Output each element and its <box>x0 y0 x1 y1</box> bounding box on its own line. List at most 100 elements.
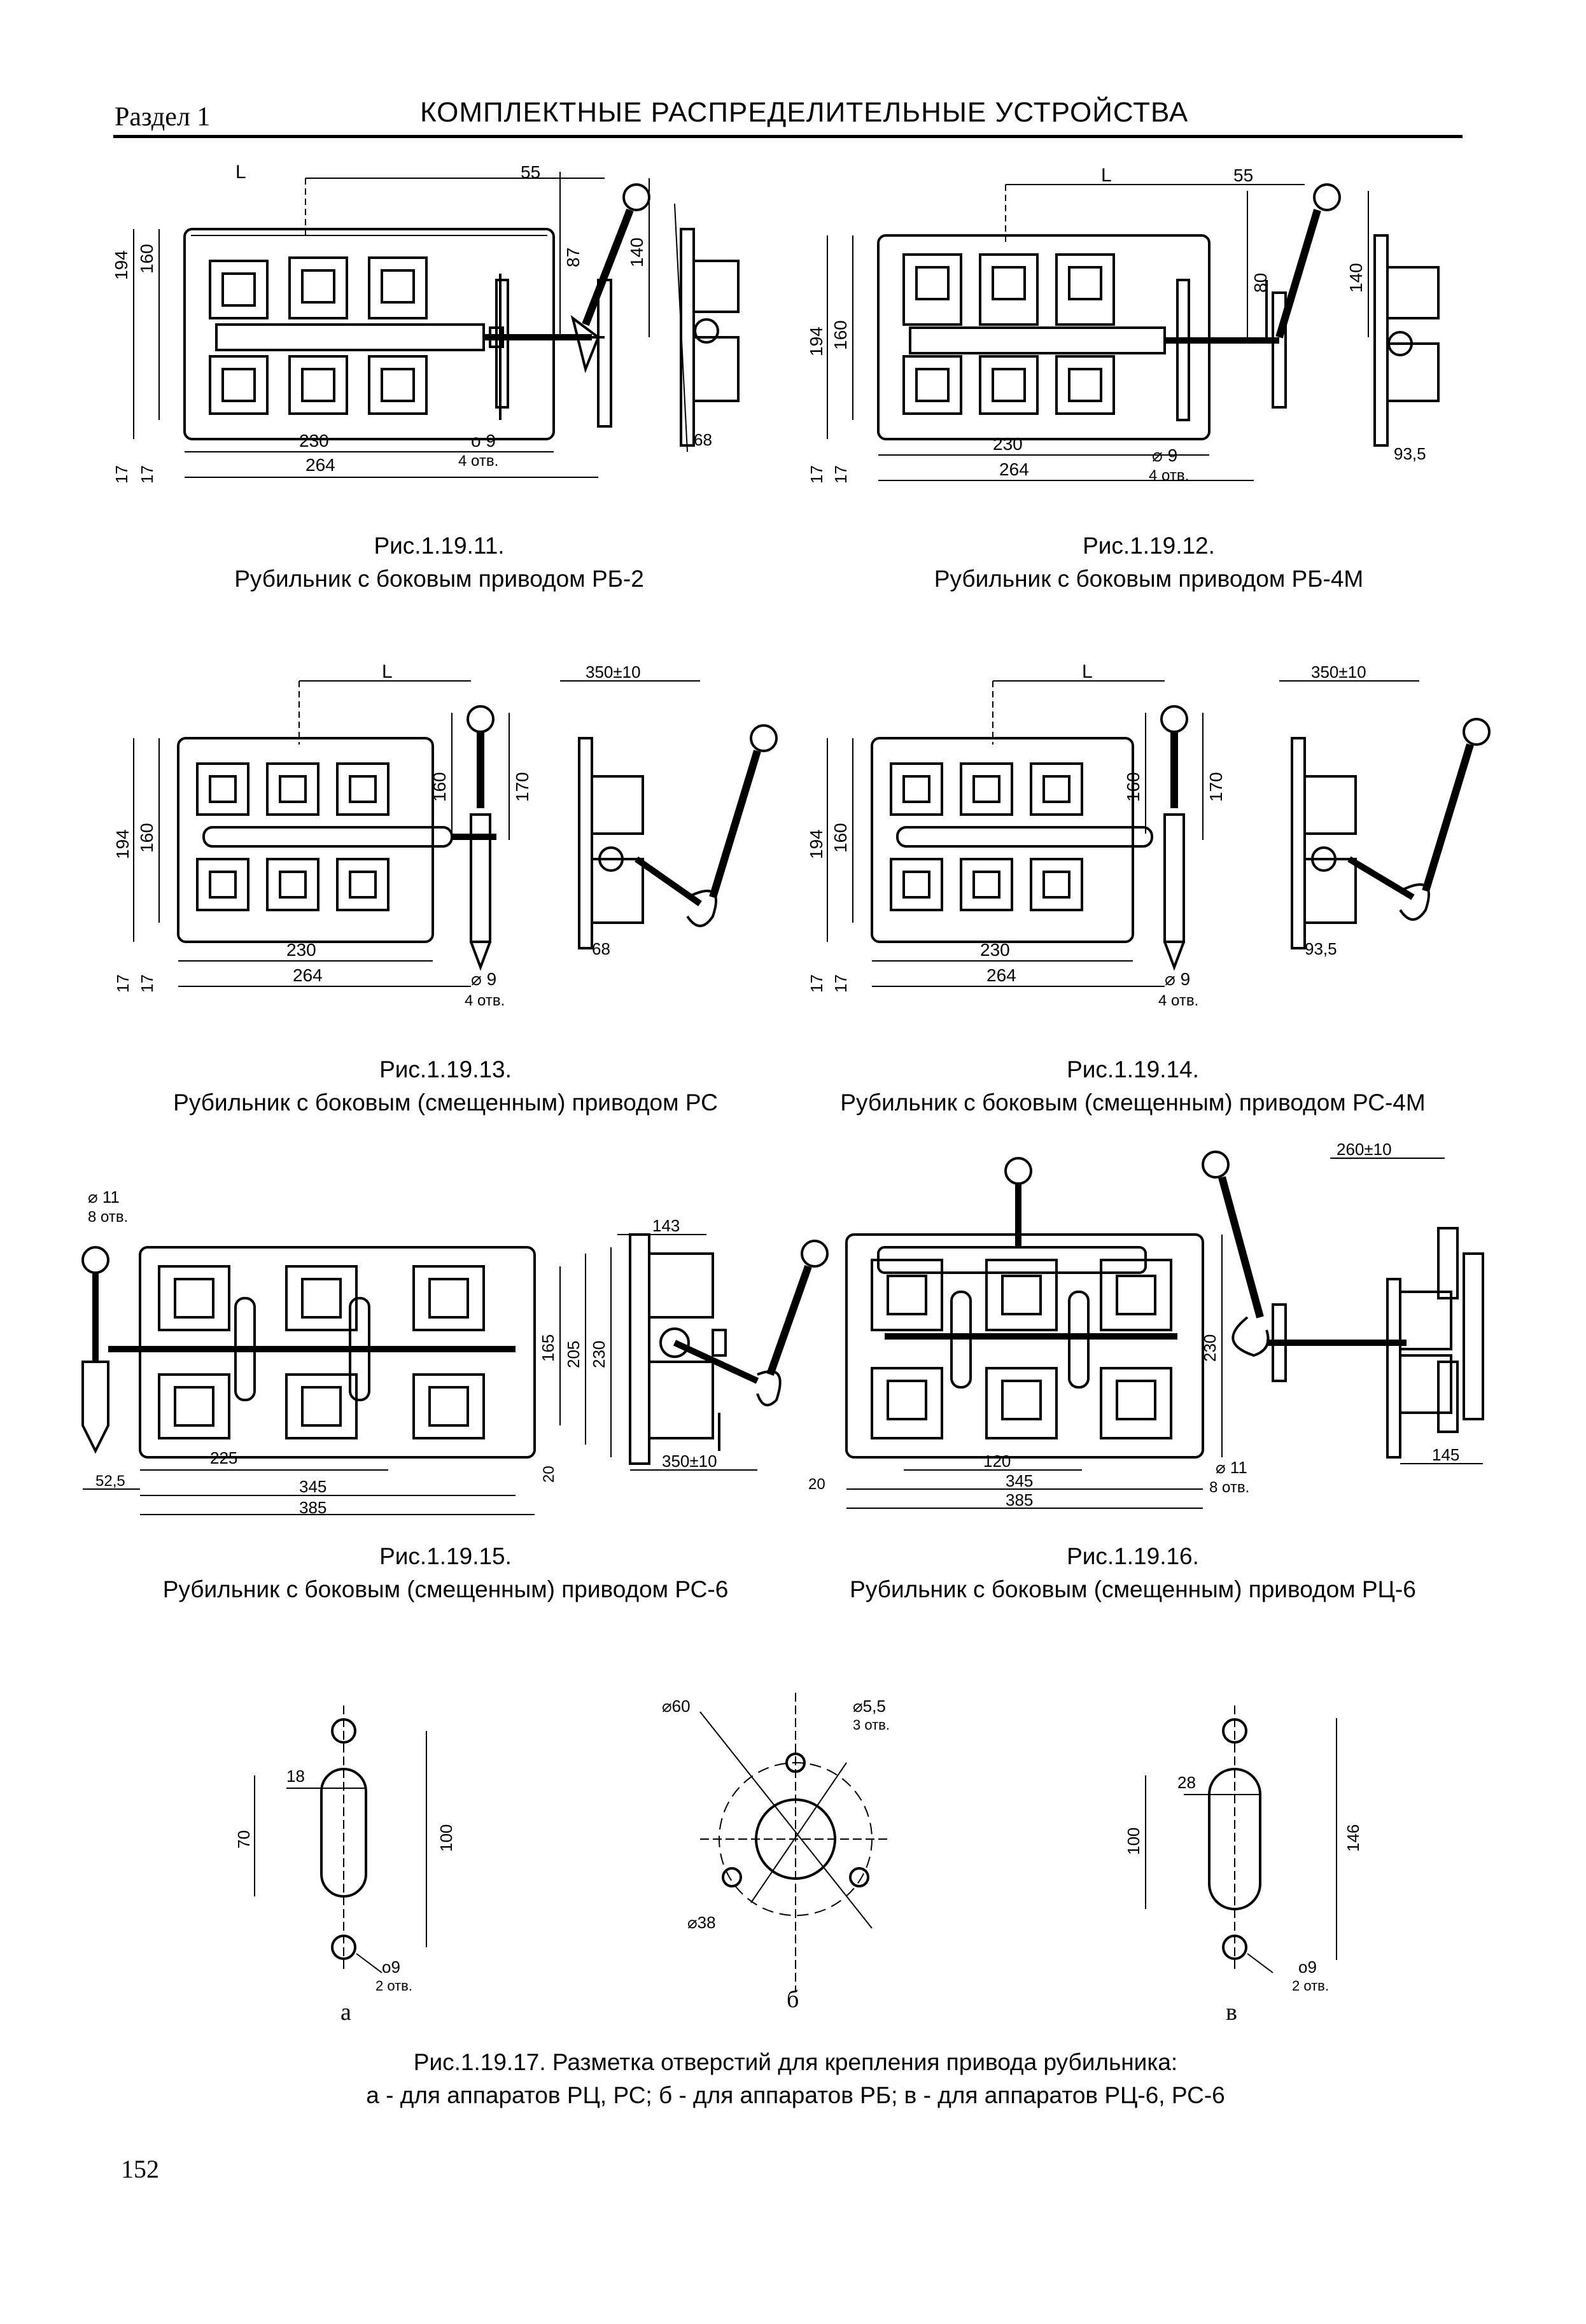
dim-230: 230 <box>993 434 1023 454</box>
dim-264: 264 <box>986 965 1016 985</box>
dim-holes: 8 отв. <box>1209 1479 1249 1496</box>
dim-205: 205 <box>564 1341 583 1368</box>
page-number: 152 <box>121 2155 159 2183</box>
dim-160b: 160 <box>1123 772 1143 802</box>
dim-17a: 17 <box>807 465 826 484</box>
dim-20: 20 <box>808 1476 825 1493</box>
figure-caption-text: Рубильник с боковым приводом РБ-2 <box>234 566 644 592</box>
dim-165: 165 <box>538 1334 558 1362</box>
dim-hole: ⌀ 11 <box>1216 1458 1247 1477</box>
figure-caption-text: Рубильник с боковым приводом РБ-4М <box>934 566 1364 592</box>
dim-17b: 17 <box>137 465 157 484</box>
figure-number: Рис.1.19.15. <box>379 1543 512 1569</box>
figure-caption-text: Рубильник с боковым (смещенным) приводом… <box>173 1089 718 1116</box>
figure-1-19-15-caption: Рис.1.19.15. Рубильник с боковым (смещен… <box>127 1540 764 1606</box>
dim-17b: 17 <box>137 974 157 993</box>
dim-80: 80 <box>1251 273 1270 293</box>
fig17-label-c: в <box>1226 1999 1237 2026</box>
dim-hole: ο9 <box>382 1957 400 1977</box>
dim-holes: 4 отв. <box>1149 467 1189 484</box>
dim-18: 18 <box>286 1767 305 1786</box>
dim-230: 230 <box>286 940 316 960</box>
dim-holes: 8 отв. <box>88 1208 128 1226</box>
dim-264: 264 <box>999 459 1029 479</box>
figure-number: Рис.1.19.13. <box>379 1056 512 1082</box>
dim-160b: 160 <box>430 772 449 802</box>
dim-350: 350±10 <box>586 662 641 682</box>
figure-caption-text: Рубильник с боковым (смещенным) приводом… <box>162 1576 729 1602</box>
dim-230: 230 <box>299 431 329 451</box>
dim-170: 170 <box>512 772 532 802</box>
dim-385: 385 <box>299 1498 326 1517</box>
figure-number: Рис.1.19.12. <box>1083 533 1215 559</box>
dim-55: 55 <box>1233 165 1253 185</box>
figure-1-19-17c-drawing: 28 100 146 ο9 2 отв. <box>1124 1705 1363 1994</box>
figure-caption-text: Рубильник с боковым (смещенным) приводом… <box>850 1576 1416 1602</box>
dim-170: 170 <box>1206 772 1226 802</box>
figure-1-19-13-caption: Рис.1.19.13. Рубильник с боковым (смещен… <box>127 1053 764 1119</box>
dim-holes: 2 отв. <box>375 1978 412 1994</box>
dim-120: 120 <box>983 1452 1011 1471</box>
figure-caption-line-2: а - для аппаратов РЦ, РС; б - для аппара… <box>366 2082 1225 2108</box>
dim-100: 100 <box>1124 1828 1143 1855</box>
dim-345: 345 <box>1006 1471 1033 1490</box>
figure-1-19-12-drawing: L 55 194 160 80 140 17 17 230 264 ⌀ 9 4 … <box>806 165 1440 484</box>
figure-1-19-15-drawing: ⌀ 11 8 отв. 143 165 205 230 20 225 345 3… <box>81 1187 829 1517</box>
dim-225: 225 <box>210 1448 237 1467</box>
figure-1-19-13-drawing: L 350±10 194 160 160 170 17 17 230 264 ⌀… <box>113 661 778 1009</box>
dim-side: 68 <box>592 939 610 958</box>
dim-230: 230 <box>980 940 1010 960</box>
dim-145: 145 <box>1432 1445 1459 1464</box>
dim-160: 160 <box>137 823 157 853</box>
dim-17a: 17 <box>807 974 826 993</box>
dim-hole: ⌀ 9 <box>1165 969 1190 989</box>
dim-side: 68 <box>694 430 712 449</box>
dim-17a: 17 <box>113 974 132 993</box>
figure-1-19-17-caption: Рис.1.19.17. Разметка отверстий для креп… <box>223 2046 1368 2112</box>
dim-hole: ⌀ 9 <box>1152 445 1177 465</box>
figure-1-19-17a-drawing: 18 70 100 ο9 2 отв. <box>234 1705 456 1994</box>
figure-1-19-14-drawing: L 350±10 194 160 160 170 17 17 230 264 ⌀… <box>806 661 1491 1009</box>
dim-d60: ⌀60 <box>662 1697 691 1716</box>
figure-number: Рис.1.19.11. <box>374 533 505 559</box>
dim-hole: ο 9 <box>471 431 496 451</box>
fig17-label-a: а <box>340 1999 351 2026</box>
figure-1-19-11-drawing: L 55 194 160 87 140 17 17 230 264 ο 9 4 … <box>111 162 740 484</box>
figure-1-19-17b-drawing: ⌀60 ⌀5,5 3 отв. ⌀38 <box>662 1693 891 1992</box>
dim-l: L <box>235 162 246 183</box>
dim-143: 143 <box>652 1216 680 1235</box>
dim-holes: 4 отв. <box>465 992 505 1009</box>
dim-l: L <box>382 661 393 682</box>
figure-1-19-16-drawing: 260±10 230 120 345 385 20 ⌀ 11 8 отв. 14… <box>808 1140 1484 1509</box>
dim-52-5: 52,5 <box>95 1473 125 1490</box>
dim-55: 55 <box>521 162 540 182</box>
dim-l: L <box>1082 661 1093 682</box>
dim-holes: 4 отв. <box>1158 992 1198 1009</box>
figure-caption-line-1: Рис.1.19.17. Разметка отверстий для креп… <box>413 2049 1178 2075</box>
dim-230: 230 <box>589 1341 608 1368</box>
dim-230: 230 <box>1200 1334 1219 1362</box>
dim-side: 93,5 <box>1305 939 1337 958</box>
dim-160: 160 <box>137 244 157 274</box>
dim-345: 345 <box>299 1477 326 1496</box>
section-label: Раздел 1 <box>115 102 211 132</box>
figure-1-19-14-caption: Рис.1.19.14. Рубильник с боковым (смещен… <box>815 1053 1451 1119</box>
dim-hole: ⌀ 11 <box>88 1187 120 1207</box>
dim-160: 160 <box>831 823 850 853</box>
dim-17a: 17 <box>112 465 131 484</box>
figure-1-19-11-caption: Рис.1.19.11. Рубильник с боковым приводо… <box>165 529 713 596</box>
dim-194: 194 <box>113 829 132 859</box>
dim-17b: 17 <box>831 465 850 484</box>
dim-28: 28 <box>1177 1773 1196 1792</box>
header-rule <box>113 135 1463 138</box>
dim-264: 264 <box>305 455 335 475</box>
dim-350: 350±10 <box>1311 662 1366 682</box>
dim-side: 93,5 <box>1394 444 1426 463</box>
figure-number: Рис.1.19.14. <box>1067 1056 1199 1082</box>
dim-140: 140 <box>1346 263 1366 293</box>
dim-194: 194 <box>806 829 826 859</box>
dim-87: 87 <box>563 248 583 267</box>
dim-d5-5: ⌀5,5 <box>853 1697 886 1716</box>
figure-1-19-16-caption: Рис.1.19.16. Рубильник с боковым (смещен… <box>815 1540 1451 1606</box>
dim-140: 140 <box>627 237 647 267</box>
